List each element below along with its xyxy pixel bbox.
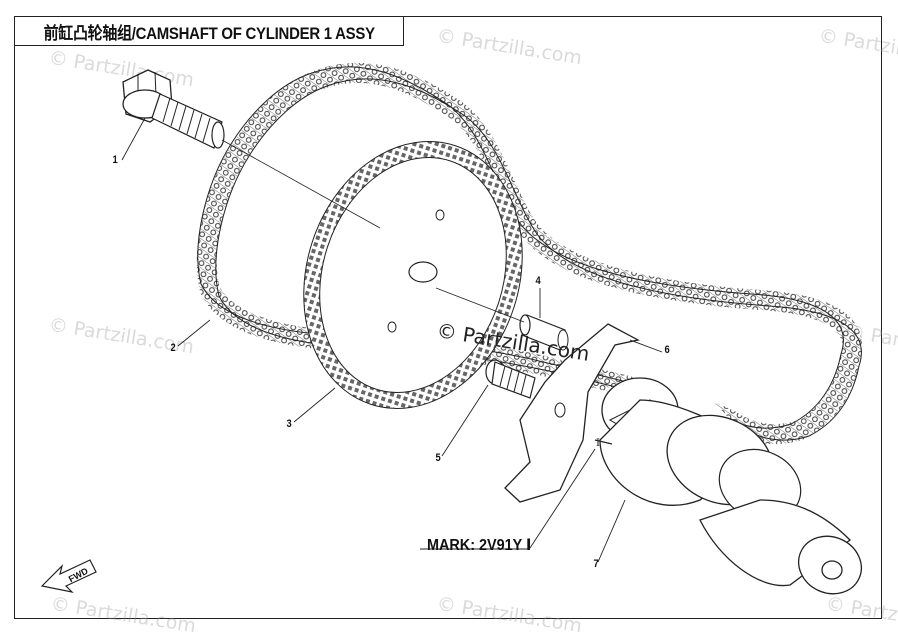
retainer-plate <box>504 323 640 503</box>
mark-label: MARK: 2V91Y Ⅰ <box>427 537 532 554</box>
callout-6: 6 <box>664 344 670 356</box>
svg-text:Ⅰ: Ⅰ <box>596 438 600 449</box>
dowel-pin <box>435 287 569 351</box>
bolt <box>122 69 381 229</box>
diagram-title: 前缸凸轮轴组/CAMSHAFT OF CYLINDER 1 ASSY <box>43 23 375 43</box>
cam-sprocket <box>303 141 523 409</box>
callout-5: 5 <box>435 452 441 464</box>
callout-4: 4 <box>535 275 541 287</box>
fwd-arrow-icon <box>40 559 97 593</box>
callout-7: 7 <box>593 558 599 570</box>
callout-3: 3 <box>286 418 292 430</box>
leader-lines <box>121 117 663 563</box>
camshaft: Ⅰ <box>594 376 862 600</box>
small-bolt <box>485 359 536 399</box>
diagram-frame <box>14 16 882 619</box>
callout-2: 2 <box>170 342 176 354</box>
title-box: 前缸凸轮轴组/CAMSHAFT OF CYLINDER 1 ASSY <box>14 16 404 46</box>
callout-1: 1 <box>112 154 118 166</box>
